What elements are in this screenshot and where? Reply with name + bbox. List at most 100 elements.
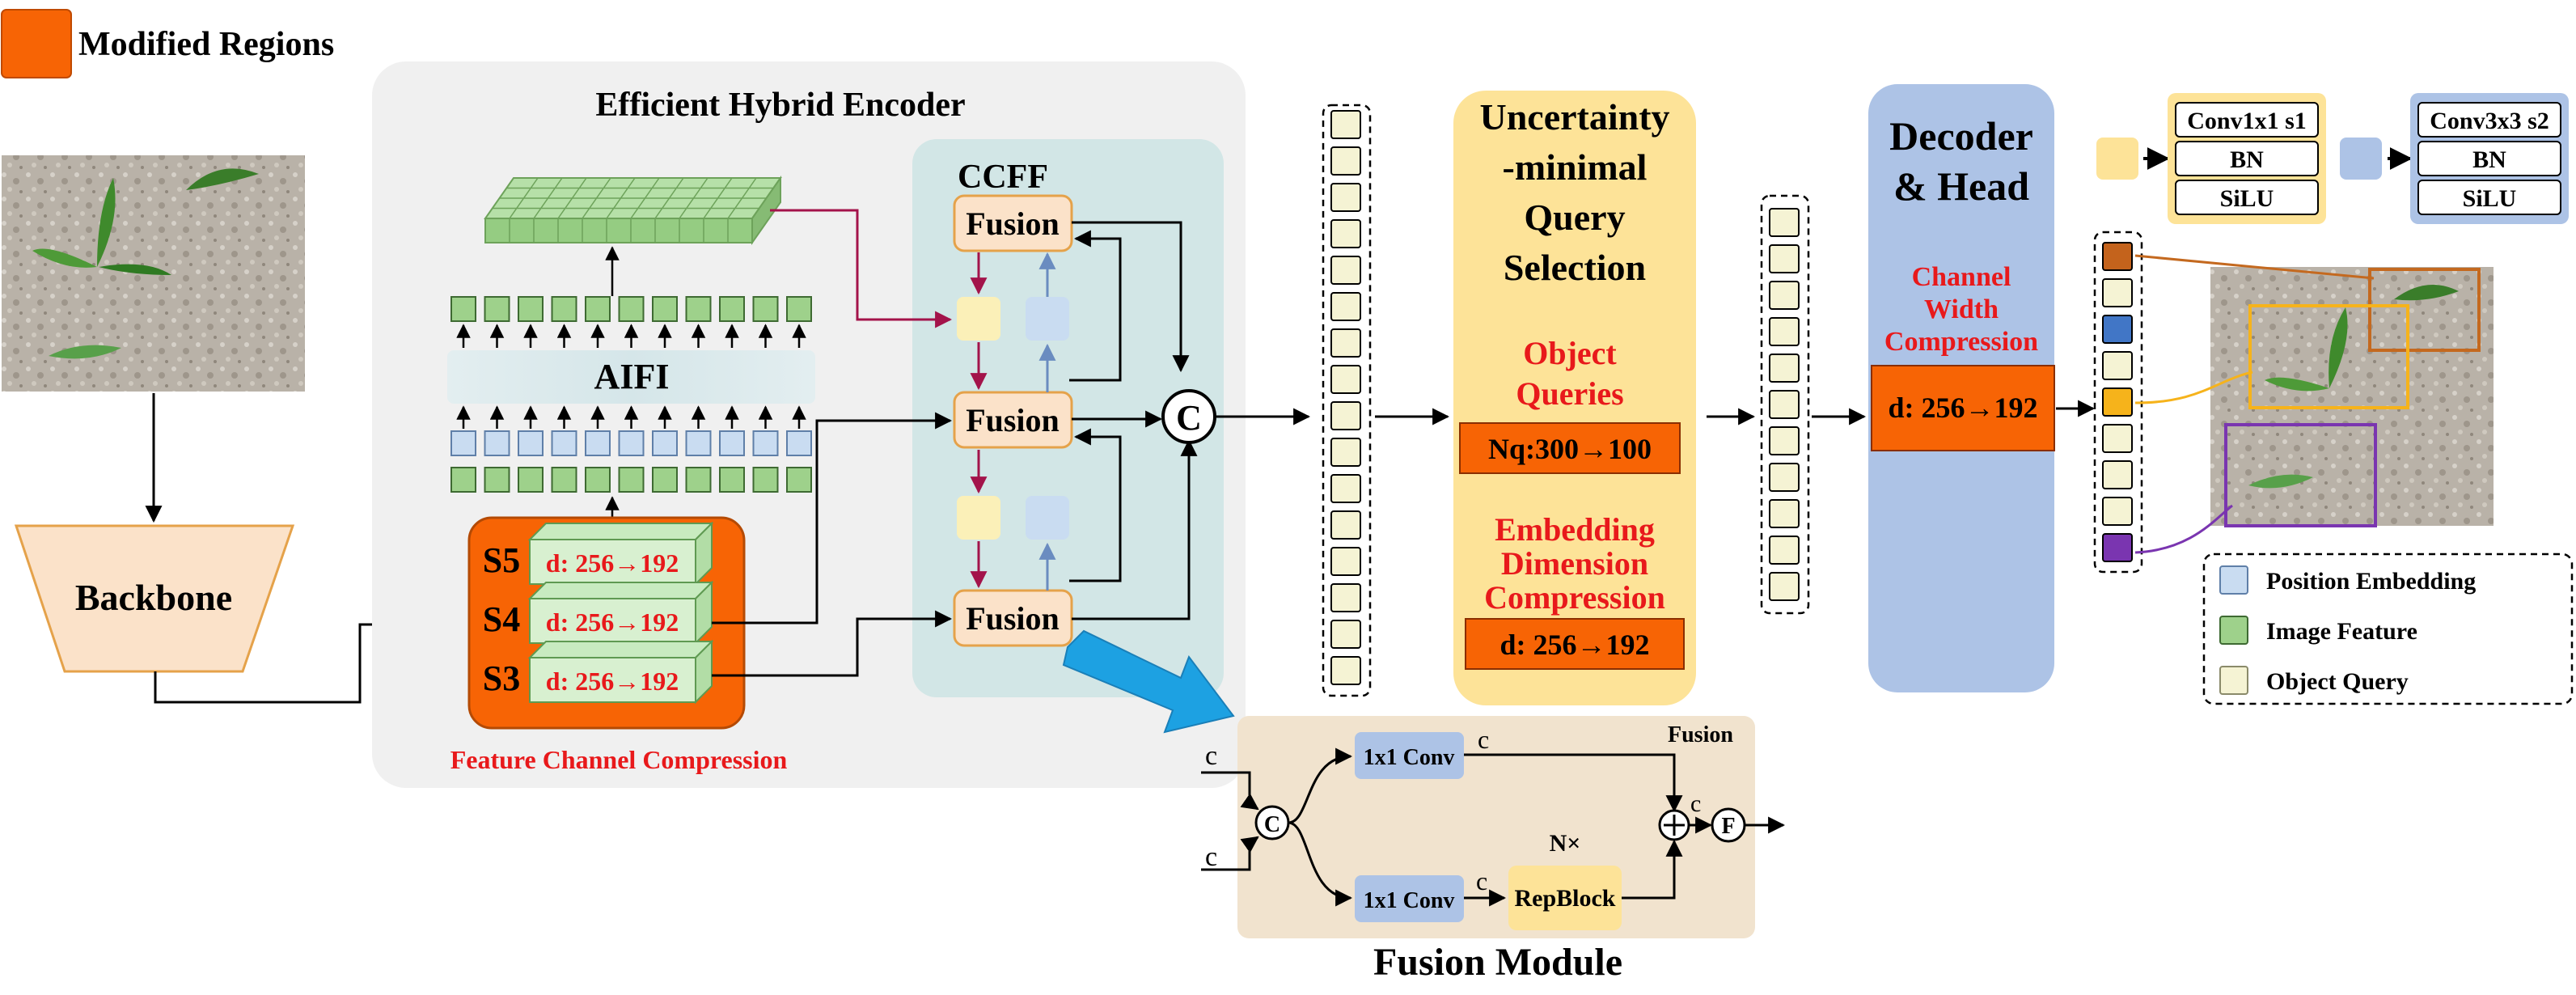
repblock-label: RepBlock	[1514, 885, 1615, 912]
object-query-token	[1330, 510, 1361, 540]
legend-conv1x1-layer-box	[2175, 180, 2319, 215]
position-embedding-token	[618, 430, 645, 456]
selected-query-tokens	[1760, 194, 1810, 615]
scale-dim-label: d: 256→192	[546, 667, 679, 696]
object-query-token	[1330, 583, 1361, 612]
decoder-value-box	[1871, 365, 2055, 451]
query-selection-title-line: Selection	[1504, 247, 1646, 288]
object-query-token	[1769, 317, 1800, 346]
image-feature-token	[484, 296, 510, 322]
fusion-c-in-top: c	[1205, 741, 1217, 771]
backbone-label: Backbone	[75, 577, 232, 618]
legend-conv1x1-layer-label: BN	[2230, 146, 2264, 173]
image-feature-token	[618, 296, 645, 322]
svg-text:Fusion: Fusion	[966, 600, 1060, 637]
legend-label: Object Query	[2266, 668, 2409, 695]
scale-slab-s4: d: 256→192 S4	[483, 580, 714, 646]
object-query-token	[2102, 315, 2133, 344]
image-feature-token	[518, 296, 544, 322]
legend-conv3x3-layer-label: BN	[2472, 146, 2506, 173]
object-queries-label-line: Queries	[1516, 375, 1623, 412]
object-query-token	[2102, 242, 2133, 271]
position-embedding-token	[719, 430, 745, 456]
fusion-node-top: Fusion	[953, 194, 1073, 252]
aifi-block	[447, 350, 815, 404]
image-feature-token	[585, 467, 611, 493]
object-query-token	[1330, 328, 1361, 358]
query-selection-title-line: -minimal	[1503, 146, 1648, 188]
embedding-label-line: Embedding	[1495, 511, 1655, 548]
image-feature-token	[450, 467, 476, 493]
legend-swatch	[2219, 565, 2248, 595]
fusion-module-title: Fusion Module	[1373, 941, 1622, 984]
encoder-output-tokens	[1322, 104, 1372, 697]
position-embedding-token	[551, 430, 577, 456]
legend-conv1x1-layer-box	[2175, 102, 2319, 138]
position-embedding-token	[685, 430, 712, 456]
legend-conv3x3-layer-box	[2417, 141, 2561, 176]
fusion-c-out: c	[1690, 790, 1701, 817]
image-feature-token	[719, 467, 745, 493]
decoder-comp-line: Width	[1924, 294, 1999, 324]
embedding-value: d: 256→192	[1499, 629, 1649, 661]
legend-label: Position Embedding	[2266, 568, 2476, 595]
scale-dim-label: d: 256→192	[546, 608, 679, 637]
fusion-module-inner-title: Fusion	[1668, 722, 1733, 747]
object-query-token	[1330, 146, 1361, 176]
legend-conv3x3-layer-box	[2417, 102, 2561, 138]
image-feature-tokens-top	[450, 296, 812, 322]
object-query-token	[1330, 256, 1361, 285]
decoder-title-line: Decoder	[1889, 113, 2033, 159]
zoom-arrow	[1062, 629, 1235, 734]
image-feature-token	[752, 296, 779, 322]
decoder-value: d: 256→192	[1888, 392, 2037, 424]
object-query-token	[1330, 183, 1361, 212]
conv3x3-legend-swatch	[2340, 138, 2382, 180]
scale-tag-label: S5	[483, 540, 520, 580]
embedding-value-box	[1465, 618, 1685, 670]
feature-map-tensor	[484, 175, 782, 246]
object-query-token	[1769, 536, 1800, 565]
conv-bottom-box	[1355, 875, 1464, 922]
object-query-token	[1330, 547, 1361, 576]
svg-text:Fusion: Fusion	[966, 402, 1060, 438]
legend-swatch	[2219, 666, 2248, 695]
fusion-concat-symbol: C	[1264, 812, 1280, 837]
encoder-title: Efficient Hybrid Encoder	[595, 87, 965, 124]
object-query-token	[1769, 208, 1800, 237]
image-feature-token	[652, 467, 678, 493]
fusion-output-symbol: F	[1721, 814, 1735, 839]
legend-conv1x1-layer-label: Conv1x1 s1	[2187, 108, 2307, 134]
position-embedding-tokens	[450, 430, 812, 456]
object-queries-label-line: Object	[1523, 335, 1617, 371]
object-query-token	[2102, 387, 2133, 417]
token-legend-panel	[2202, 553, 2574, 705]
position-embedding-token	[518, 430, 544, 456]
scale-tag-label: S4	[483, 599, 520, 639]
decoder-title-line: & Head	[1893, 163, 2029, 209]
fusion-node-mid: Fusion	[953, 391, 1073, 449]
detection-box-yellow	[2248, 304, 2409, 409]
object-query-token	[1769, 426, 1800, 455]
fusion-c-mid: c	[1476, 866, 1487, 896]
legend-conv1x1-layer-box	[2175, 141, 2319, 176]
object-query-token	[2102, 351, 2133, 380]
backbone-block	[14, 524, 295, 673]
detection-box-purple	[2224, 423, 2377, 527]
object-query-token	[1769, 390, 1800, 419]
image-feature-token	[786, 467, 812, 493]
ccff-label: CCFF	[958, 159, 1048, 196]
scale-dim-label: d: 256→192	[546, 548, 679, 578]
token-column-frame	[1760, 194, 1810, 615]
svg-text:Fusion: Fusion	[966, 205, 1060, 242]
image-feature-token	[618, 467, 645, 493]
image-feature-token	[752, 467, 779, 493]
scale-tag-label: S3	[483, 658, 520, 698]
position-embedding-token	[652, 430, 678, 456]
object-query-token	[2102, 533, 2133, 562]
object-query-token	[1769, 354, 1800, 383]
repblock-box	[1508, 866, 1622, 930]
downsample-block-top-yellow	[957, 297, 1000, 341]
